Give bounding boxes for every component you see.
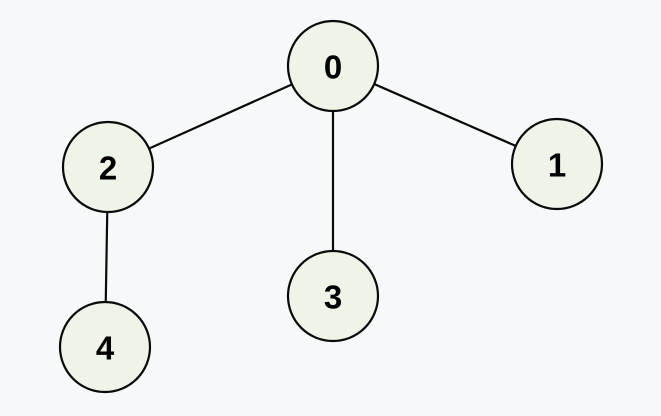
node-label-3: 3	[324, 279, 342, 316]
graph-node-1[interactable]: 1	[510, 117, 604, 211]
node-circle-0	[286, 19, 380, 113]
node-circle-1	[510, 117, 604, 211]
node-label-2: 2	[99, 150, 117, 187]
graph-node-3[interactable]: 3	[286, 249, 380, 343]
node-label-0: 0	[324, 49, 342, 86]
node-circle-3	[286, 249, 380, 343]
node-label-1: 1	[548, 147, 566, 184]
node-layer: 0 2 1 3 4	[58, 19, 604, 394]
node-circle-2	[61, 120, 155, 214]
graph-node-2[interactable]: 2	[61, 120, 155, 214]
graph-node-0[interactable]: 0	[286, 19, 380, 113]
graph-node-4[interactable]: 4	[58, 300, 152, 394]
node-label-4: 4	[96, 330, 115, 367]
node-circle-4	[58, 300, 152, 394]
